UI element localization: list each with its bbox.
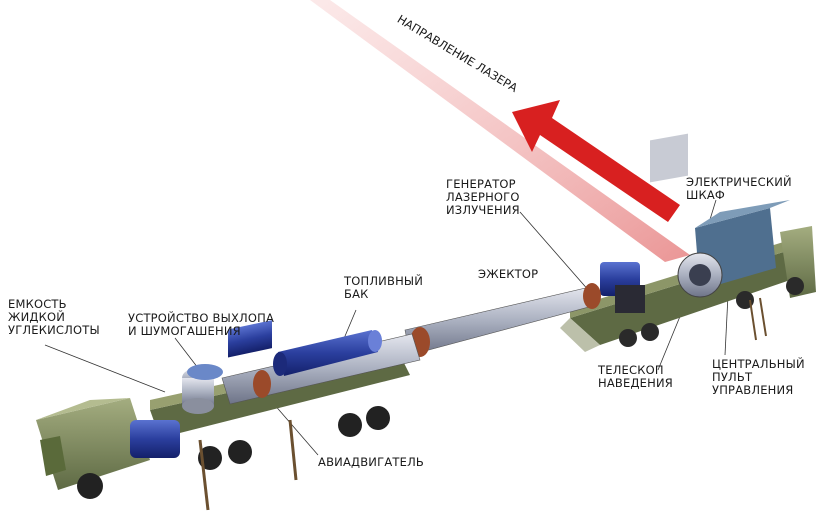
fuel-tank-label: ТОПЛИВНЫЙ БАК <box>344 274 424 301</box>
laser-beam <box>310 0 690 262</box>
pointing-telescope-label: ТЕЛЕСКОП НАВЕДЕНИЯ <box>598 363 673 390</box>
exhaust-device-shape <box>182 364 223 414</box>
exhaust-device-label: УСТРОЙСТВО ВЫХЛОПА И ШУМОГАШЕНИЯ <box>128 311 275 338</box>
ejector-label: ЭЖЕКТОР <box>478 267 539 281</box>
co2-tank-label: ЕМКОСТЬ ЖИДКОЙ УГЛЕКИСЛОТЫ <box>8 297 100 337</box>
laser-direction-arrow <box>512 100 680 222</box>
aviation-engine-label: АВИАДВИГАТЕЛЬ <box>318 455 425 469</box>
aviation-engine-shape <box>228 320 272 398</box>
rear-vehicle <box>560 133 816 352</box>
electric-cabinet-label: ЭЛЕКТРИЧЕСКИЙ ШКАФ <box>686 175 792 202</box>
generator-flange <box>583 283 601 309</box>
laser-generator-label: ГЕНЕРАТОР ЛАЗЕРНОГО ИЗЛУЧЕНИЯ <box>446 177 520 217</box>
fuel-tank-shape <box>273 330 382 376</box>
control-panel-label: ЦЕНТРАЛЬНЫЙ ПУЛЬТ УПРАВЛЕНИЯ <box>712 357 805 397</box>
